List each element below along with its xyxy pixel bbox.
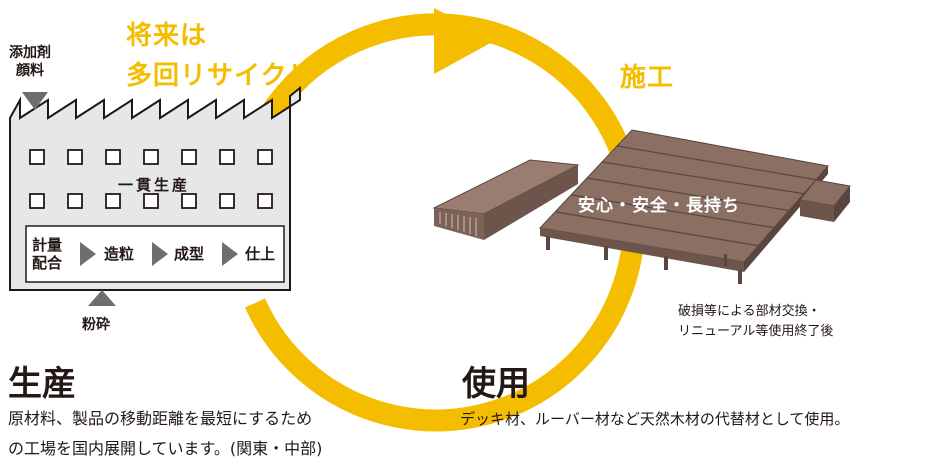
future-label: 将来は 多回リサイクル	[126, 16, 314, 96]
future-label-line2: 多回リサイクル	[126, 61, 314, 91]
additives-arrow	[22, 92, 48, 110]
step-measure-mix: 計量 配合	[32, 236, 62, 272]
factory-title: 一貫生産	[118, 176, 191, 194]
production-desc-line1: 原材料、製品の移動距離を最短にするため	[8, 409, 313, 428]
future-label-line1: 将来は	[126, 21, 208, 51]
production-heading: 生産	[8, 364, 76, 404]
deck-board	[432, 159, 580, 240]
after-use-note-line1: 破損等による部材交換・	[678, 304, 821, 319]
step-arrow-1	[80, 242, 96, 266]
step-finishing: 仕上	[245, 245, 276, 263]
step-granulate: 造粒	[104, 245, 135, 263]
additives-label: 添加剤 顔料	[9, 44, 51, 80]
construction-label: 施工	[620, 63, 675, 93]
step-measure-label: 計量	[32, 236, 63, 254]
deck-platform	[538, 129, 851, 284]
usage-description: デッキ材、ルーバー材など天然木材の代替材として使用。	[460, 410, 850, 428]
production-desc-line2: の工場を国内展開しています。(関東・中部)	[8, 439, 323, 458]
after-use-note-line2: リニューアル等使用終了後	[678, 324, 834, 339]
factory-windows	[29, 149, 273, 209]
cycle-arrowhead	[434, 8, 496, 74]
additives-label-line2: 顔料	[16, 63, 44, 79]
step-mix-label: 配合	[32, 254, 63, 272]
deck-overlay-label: 安心・安全・長持ち	[578, 196, 740, 216]
step-arrow-2	[152, 242, 168, 266]
crushing-label: 粉砕	[82, 317, 110, 333]
step-arrow-3	[222, 242, 238, 266]
production-description: 原材料、製品の移動距離を最短にするため の工場を国内展開しています。(関東・中部…	[8, 404, 322, 464]
crushing-arrow	[88, 290, 116, 306]
usage-heading: 使用	[462, 364, 530, 404]
step-molding: 成型	[174, 245, 205, 263]
additives-label-line1: 添加剤	[9, 45, 51, 61]
after-use-note: 破損等による部材交換・ リニューアル等使用終了後	[678, 302, 833, 342]
